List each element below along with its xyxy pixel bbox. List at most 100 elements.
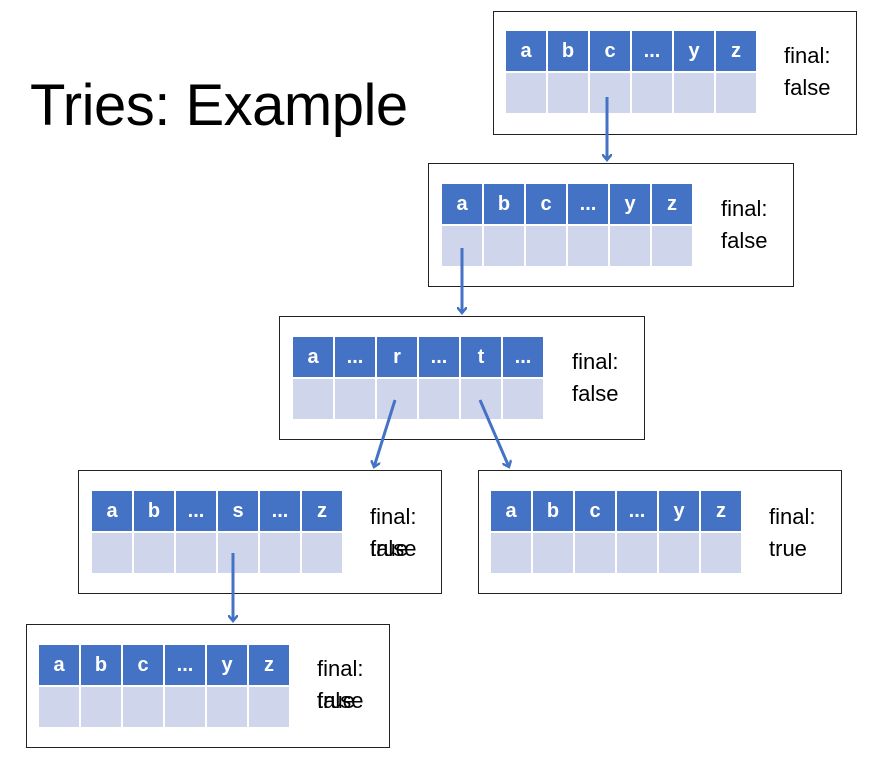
final-value: true [317, 688, 355, 713]
letter-cell: z [302, 491, 342, 531]
letter-cell: z [716, 31, 756, 71]
letter-cell: c [575, 491, 615, 531]
pointer-cell [533, 533, 573, 573]
letter-cell: y [659, 491, 699, 531]
pointer-cell [335, 379, 375, 419]
trie-node-c: a b c ... y z final: false [428, 163, 794, 287]
pointer-cell [249, 687, 289, 727]
pointer-cell [590, 73, 630, 113]
trie-node-car: a b ... s ... z final: false true [78, 470, 442, 594]
letter-cell: z [652, 184, 692, 224]
letter-cell: a [92, 491, 132, 531]
child-array: a b ... s ... z [92, 491, 342, 573]
letter-cell: z [249, 645, 289, 685]
pointer-cell [165, 687, 205, 727]
pointer-cell [716, 73, 756, 113]
final-flag: final: false true [370, 501, 416, 565]
pointer-cell [652, 226, 692, 266]
pointer-cell [207, 687, 247, 727]
letter-cell: ... [419, 337, 459, 377]
child-array: a b c ... y z [39, 645, 289, 727]
letter-cell: ... [503, 337, 543, 377]
letter-cell: c [526, 184, 566, 224]
letter-cell: a [39, 645, 79, 685]
final-flag: final: false [784, 40, 830, 104]
final-value: true [370, 536, 408, 561]
letter-cell: ... [260, 491, 300, 531]
letter-cell: c [123, 645, 163, 685]
pointer-cell [442, 226, 482, 266]
child-array: a b c ... y z [491, 491, 741, 573]
pointer-cell [674, 73, 714, 113]
letter-cell: a [293, 337, 333, 377]
pointer-cell [484, 226, 524, 266]
letter-cell: s [218, 491, 258, 531]
pointer-cell [39, 687, 79, 727]
letter-cell: a [506, 31, 546, 71]
final-label: final: [769, 504, 816, 529]
letter-cell: a [442, 184, 482, 224]
trie-node-cat: a b c ... y z final: true [478, 470, 842, 594]
final-value: true [769, 536, 807, 561]
letter-cell: r [377, 337, 417, 377]
child-array: a ... r ... t ... [293, 337, 543, 419]
letter-cell: y [207, 645, 247, 685]
trie-node-ca: a ... r ... t ... final: false [279, 316, 645, 440]
letter-cell: a [491, 491, 531, 531]
letter-cell: ... [617, 491, 657, 531]
letter-cell: ... [632, 31, 672, 71]
letter-cell: z [701, 491, 741, 531]
pointer-cell [659, 533, 699, 573]
letter-cell: ... [568, 184, 608, 224]
trie-node-root: a b c ... y z final: false [493, 11, 857, 135]
pointer-cell [701, 533, 741, 573]
page-title: Tries: Example [30, 73, 408, 138]
pointer-cell [123, 687, 163, 727]
pointer-cell [260, 533, 300, 573]
final-flag: final: true [769, 501, 815, 565]
pointer-cell [419, 379, 459, 419]
pointer-cell [302, 533, 342, 573]
pointer-cell [503, 379, 543, 419]
pointer-cell [617, 533, 657, 573]
final-value: false [572, 381, 619, 406]
pointer-cell [548, 73, 588, 113]
pointer-cell [491, 533, 531, 573]
final-value-overlap: false true [317, 685, 363, 717]
child-array: a b c ... y z [506, 31, 756, 113]
pointer-cell [92, 533, 132, 573]
letter-cell: y [610, 184, 650, 224]
letter-cell: y [674, 31, 714, 71]
letter-cell: b [548, 31, 588, 71]
final-value: false [370, 536, 417, 561]
pointer-cell [632, 73, 672, 113]
final-label: final: [721, 196, 768, 221]
final-value: false [317, 688, 364, 713]
letter-cell: ... [165, 645, 205, 685]
final-label: final: [572, 349, 619, 374]
pointer-cell [377, 379, 417, 419]
pointer-cell [461, 379, 501, 419]
pointer-cell [610, 226, 650, 266]
letter-cell: t [461, 337, 501, 377]
final-label: final: [370, 504, 417, 529]
pointer-cell [568, 226, 608, 266]
letter-cell: b [533, 491, 573, 531]
letter-cell: c [590, 31, 630, 71]
child-array: a b c ... y z [442, 184, 692, 266]
final-value-overlap: false true [370, 533, 416, 565]
pointer-cell [81, 687, 121, 727]
final-value: false [784, 75, 831, 100]
letter-cell: ... [335, 337, 375, 377]
letter-cell: b [484, 184, 524, 224]
final-flag: final: false [721, 193, 767, 257]
final-label: final: [317, 656, 364, 681]
final-value: false [721, 228, 768, 253]
trie-node-cars: a b c ... y z final: false true [26, 624, 390, 748]
final-flag: final: false true [317, 653, 363, 717]
pointer-cell [293, 379, 333, 419]
pointer-cell [506, 73, 546, 113]
letter-cell: ... [176, 491, 216, 531]
pointer-cell [575, 533, 615, 573]
pointer-cell [218, 533, 258, 573]
